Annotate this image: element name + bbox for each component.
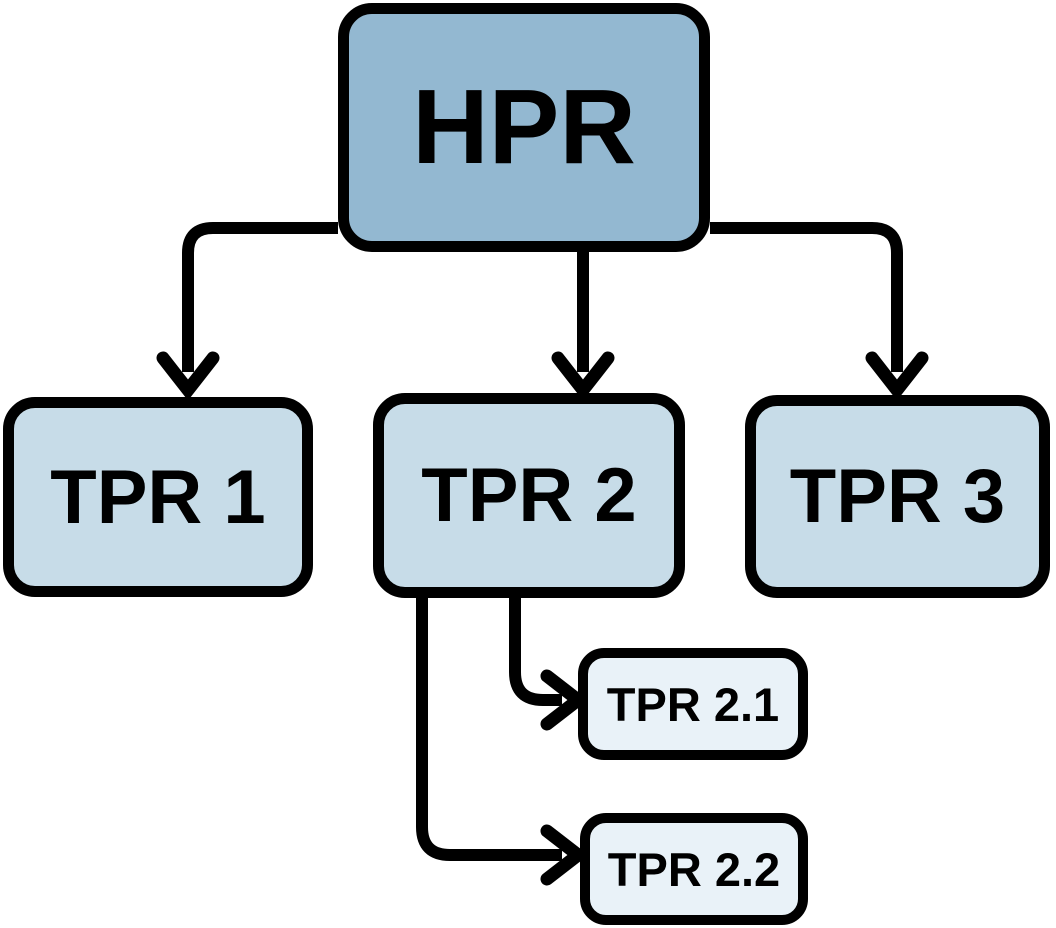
node-tpr21-label: TPR 2.1 <box>606 677 780 731</box>
connector-tpr2-tpr22 <box>416 596 589 886</box>
connector-hpr-tpr3 <box>710 222 929 401</box>
node-tpr22: TPR 2.2 <box>580 813 808 925</box>
node-tpr3: TPR 3 <box>745 395 1050 598</box>
arrowhead-down-icon <box>865 351 929 401</box>
connector-line <box>416 596 562 861</box>
node-tpr2-label: TPR 2 <box>421 453 637 538</box>
node-hpr: HPR <box>338 3 710 252</box>
connector-line <box>710 222 903 372</box>
node-tpr1: TPR 1 <box>3 397 313 597</box>
node-tpr22-label: TPR 2.2 <box>607 842 781 896</box>
connector-tpr2-tpr21 <box>509 596 589 731</box>
node-tpr21: TPR 2.1 <box>578 648 808 760</box>
arrowhead-right-icon <box>540 824 589 886</box>
node-hpr-label: HPR <box>412 68 636 186</box>
node-tpr1-label: TPR 1 <box>50 454 266 540</box>
node-tpr2: TPR 2 <box>373 393 685 598</box>
connector-hpr-tpr2 <box>551 250 615 401</box>
node-tpr3-label: TPR 3 <box>789 454 1006 539</box>
connector-hpr-tpr1 <box>156 222 338 401</box>
connector-line <box>182 222 338 372</box>
arrowhead-down-icon <box>551 351 615 401</box>
arrowhead-down-icon <box>156 351 220 401</box>
connector-line <box>509 596 562 706</box>
